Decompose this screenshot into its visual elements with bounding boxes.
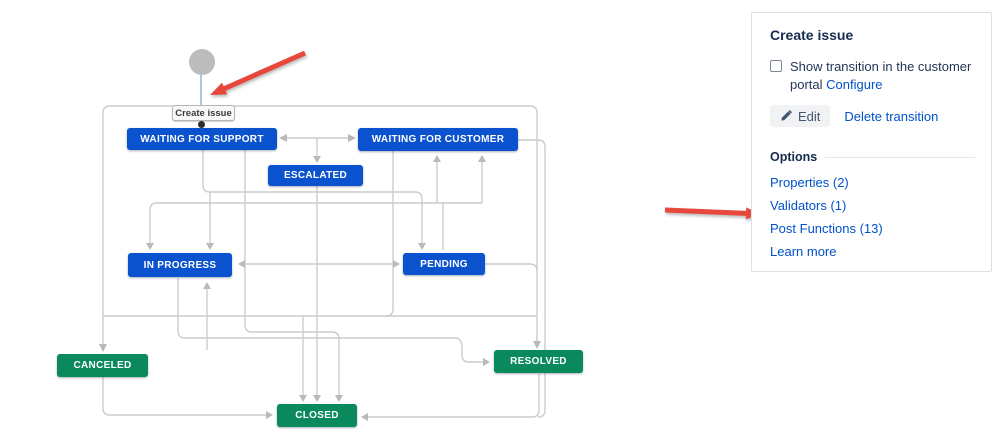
options-section-header: Options [770,150,975,164]
status-escalated[interactable]: ESCALATED [268,165,363,186]
status-waiting-for-customer[interactable]: WAITING FOR CUSTOMER [358,128,518,151]
list-item: Validators (1) [770,199,975,212]
status-in-progress[interactable]: IN PROGRESS [128,253,232,277]
status-canceled[interactable]: CANCELED [57,354,148,377]
list-item: Properties (2) [770,176,975,189]
workflow-connectors [99,105,546,421]
panel-title: Create issue [770,27,854,43]
options-link-list: Properties (2) Validators (1) Post Funct… [770,176,975,258]
annotation-arrow-post-functions [664,207,760,220]
transition-actions: Edit Delete transition [770,105,975,127]
transition-endpoint-dot [198,121,205,128]
show-transition-row: Show transition in the customer portal C… [770,58,975,94]
status-waiting-for-support[interactable]: WAITING FOR SUPPORT [127,128,277,150]
options-divider [825,156,975,158]
transition-properties-panel: Create issue Show transition in the cust… [751,12,992,272]
post-functions-link[interactable]: Post Functions (13) [770,221,883,236]
status-closed[interactable]: CLOSED [277,404,357,427]
validators-link[interactable]: Validators (1) [770,198,847,213]
list-item: Post Functions (13) [770,222,975,235]
configure-link[interactable]: Configure [826,77,883,92]
options-heading: Options [770,150,818,164]
create-issue-transition-label[interactable]: Create issue [172,105,235,121]
pencil-icon [781,110,792,121]
create-issue-transition-line [200,74,202,107]
delete-transition-link[interactable]: Delete transition [844,108,939,124]
edit-button[interactable]: Edit [770,105,831,127]
show-transition-checkbox[interactable] [770,60,782,72]
workflow-diagram: Create issue WAITING FOR SUPPORT WAITING… [57,49,583,427]
show-transition-label: Show transition in the customer portal C… [790,59,972,92]
edit-button-label: Edit [798,108,821,124]
properties-link[interactable]: Properties (2) [770,175,849,190]
start-node[interactable] [189,49,215,75]
status-pending[interactable]: PENDING [403,253,485,275]
status-resolved[interactable]: RESOLVED [494,350,583,373]
list-item: Learn more [770,245,975,258]
learn-more-link[interactable]: Learn more [770,244,837,259]
